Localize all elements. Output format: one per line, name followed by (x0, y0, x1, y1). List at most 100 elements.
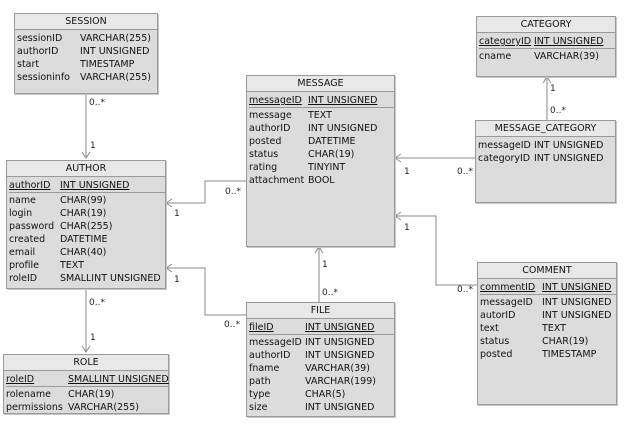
field-type: VARCHAR(255) (80, 72, 151, 83)
field-type: INT UNSIGNED (308, 123, 378, 134)
field-row: authorID INT UNSIGNED (249, 122, 394, 135)
field-row: status CHAR(19) (249, 148, 394, 161)
mult-author-role-many: 0..* (89, 298, 105, 308)
field-name: status (249, 149, 279, 160)
field-row: name CHAR(99) (9, 194, 165, 207)
field-name: size (249, 402, 268, 413)
field-type: VARCHAR(199) (305, 376, 376, 387)
field-name: message (249, 110, 292, 121)
field-type: DATETIME (308, 136, 356, 147)
field-type: INT UNSIGNED (80, 46, 150, 57)
field-name: text (480, 323, 499, 334)
field-row: size INT UNSIGNED (249, 401, 394, 414)
entity-title: SESSION (15, 14, 157, 30)
field-type: TIMESTAMP (80, 59, 135, 70)
field-name: authorID (249, 350, 291, 361)
field-name: commentID (480, 282, 536, 293)
mult-message-msgcat-one: 1 (404, 167, 410, 177)
arrowhead-author-right (165, 198, 173, 208)
field-type: CHAR(19) (68, 389, 115, 400)
field-name: authorID (249, 123, 291, 134)
entity-title: CATEGORY (477, 17, 615, 33)
field-name: path (249, 376, 271, 387)
field-type: INT UNSIGNED (305, 402, 375, 413)
field-type: INT UNSIGNED (305, 337, 375, 348)
field-row: path VARCHAR(199) (249, 375, 394, 388)
field-name: rolename (6, 389, 51, 400)
field-name: posted (249, 136, 282, 147)
field-name: messageID (249, 337, 302, 348)
field-type: SMALLINT UNSIGNED (60, 273, 161, 284)
field-name: fileID (249, 322, 274, 333)
field-name: attachment (249, 175, 305, 186)
field-type: INT UNSIGNED (534, 153, 604, 164)
arrowhead-author-top (81, 151, 91, 159)
field-name: fname (249, 363, 280, 374)
field-type: TIMESTAMP (542, 349, 597, 360)
entity-title: FILE (247, 303, 394, 319)
field-name: name (9, 195, 36, 206)
mult-session-author-one: 1 (90, 141, 96, 151)
entity-title: COMMENT (478, 263, 616, 279)
arrowhead-message-bottom (314, 246, 324, 254)
field-name: categoryID (478, 153, 531, 164)
field-type: INT UNSIGNED (305, 322, 375, 333)
entity-title: MESSAGE_CATEGORY (476, 121, 615, 137)
mult-author-message-many: 0..* (225, 187, 241, 197)
field-name: cname (479, 51, 512, 62)
arrowhead-message-right-bottom (394, 211, 402, 221)
field-name: email (9, 247, 36, 258)
rel-comment-message (395, 215, 477, 286)
mult-author-file-many: 0..* (224, 320, 240, 330)
field-name: permissions (6, 402, 63, 413)
field-type: CHAR(99) (60, 195, 107, 206)
field-type: TINYINT (308, 162, 346, 173)
field-type: INT UNSIGNED (542, 297, 612, 308)
field-type: INT UNSIGNED (542, 282, 612, 293)
field-row: roleID SMALLINT UNSIGNED (9, 272, 165, 285)
field-name: categoryID (479, 36, 532, 47)
mult-message-comment-one: 1 (404, 223, 410, 233)
field-type: INT UNSIGNED (308, 95, 378, 106)
entity-title: MESSAGE (247, 76, 394, 92)
field-name: roleID (9, 273, 38, 284)
field-row: posted DATETIME (249, 135, 394, 148)
mult-message-file-many: 0..* (322, 288, 338, 298)
field-type: INT UNSIGNED (534, 140, 604, 151)
field-type: CHAR(19) (308, 149, 355, 160)
field-type: CHAR(5) (305, 389, 346, 400)
field-name: autorID (480, 310, 516, 321)
field-type: CHAR(40) (60, 247, 107, 258)
field-type: CHAR(255) (60, 221, 113, 232)
field-type: SMALLINT UNSIGNED (68, 374, 169, 385)
field-type: INT UNSIGNED (305, 350, 375, 361)
rel-file-author (166, 267, 246, 316)
